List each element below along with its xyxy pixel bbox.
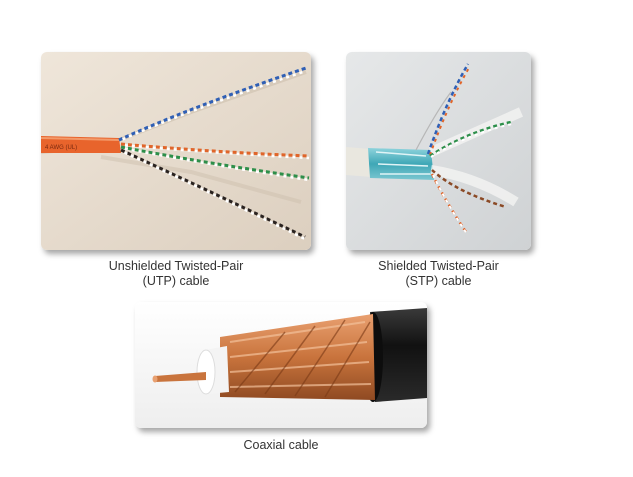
stp-cable-illustration	[346, 52, 531, 250]
utp-cable-illustration: 4 AWG (UL)	[41, 52, 311, 250]
utp-caption: Unshielded Twisted-Pair (UTP) cable	[41, 259, 311, 289]
utp-cable-photo: 4 AWG (UL)	[41, 52, 311, 250]
stp-caption-line1: Shielded Twisted-Pair	[378, 259, 499, 273]
coax-caption: Coaxial cable	[243, 438, 319, 452]
jacket-print: 4 AWG (UL)	[45, 145, 77, 151]
coax-cable-illustration	[135, 302, 427, 428]
stp-caption: Shielded Twisted-Pair (STP) cable	[346, 259, 531, 289]
utp-caption-line1: Unshielded Twisted-Pair	[108, 259, 244, 273]
stp-cable-photo	[346, 52, 531, 250]
utp-caption-line2: (UTP) cable	[142, 274, 210, 288]
coax-cable-photo	[135, 302, 427, 428]
stp-caption-line2: (STP) cable	[405, 274, 472, 288]
